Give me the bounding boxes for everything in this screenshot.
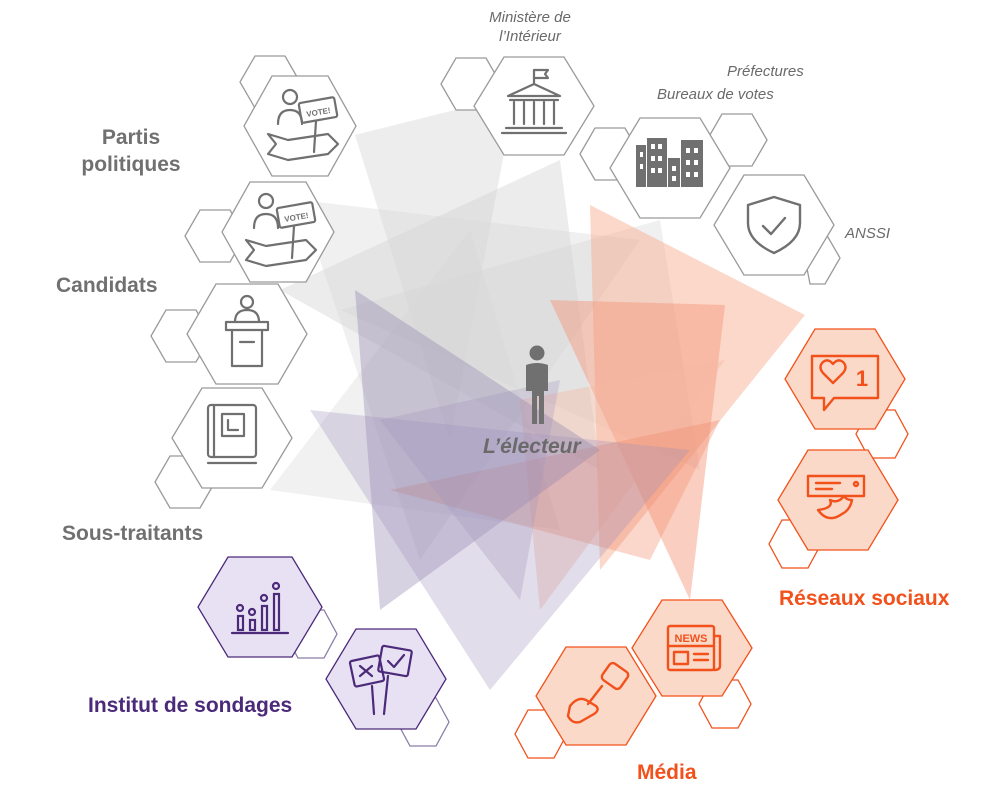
checkbox-signs-icon xyxy=(348,644,413,716)
hex-institut-chart xyxy=(197,556,323,658)
label-institut-sondages: Institut de sondages xyxy=(88,694,293,717)
hex-microphone xyxy=(535,646,657,746)
label-ministere-line1: Ministère de xyxy=(489,9,571,26)
label-media: Média xyxy=(637,761,697,784)
label-partis-line1: Partis xyxy=(101,126,161,149)
bar-chart-icon xyxy=(230,581,290,635)
podium-icon xyxy=(224,294,270,368)
hex-news: NEWS xyxy=(631,599,753,697)
vote-sign-icon xyxy=(266,88,340,162)
label-electeur: L’électeur xyxy=(483,435,581,458)
background-triangles xyxy=(270,95,805,690)
like-count-text: 1 xyxy=(856,366,868,391)
twitter-bird-icon xyxy=(806,474,866,520)
label-prefectures: Préfectures xyxy=(727,63,804,80)
hex-sous-traitants xyxy=(171,387,293,489)
label-ministere-line2: l’Intérieur xyxy=(499,28,561,45)
hex-podium xyxy=(186,283,308,385)
label-partis-politiques: Partis politiques xyxy=(72,124,190,178)
newspaper-icon xyxy=(666,624,722,672)
hex-bureaux xyxy=(609,117,731,219)
hex-partis-politiques: VOTE! xyxy=(243,75,357,177)
hex-candidats: VOTE! xyxy=(221,181,335,283)
label-ministere: Ministère de l’Intérieur xyxy=(470,8,590,46)
like-notification-icon xyxy=(810,354,880,412)
shield-check-icon xyxy=(746,195,802,255)
news-label-text: NEWS xyxy=(675,633,708,645)
hex-twitter xyxy=(777,449,899,551)
government-building-icon xyxy=(500,68,568,135)
microphone-icon xyxy=(566,661,630,724)
hex-likes: 1 xyxy=(784,328,906,430)
hex-ministere xyxy=(473,56,595,156)
label-candidats: Candidats xyxy=(56,274,158,297)
label-sous-traitants: Sous-traitants xyxy=(62,522,204,545)
hex-institut-signs xyxy=(325,628,447,730)
vote-sign-text: VOTE! xyxy=(284,211,310,224)
book-icon xyxy=(206,403,258,465)
label-partis-line2: politiques xyxy=(81,153,181,176)
label-reseaux-sociaux: Réseaux sociaux xyxy=(779,587,950,610)
person-icon xyxy=(526,345,548,424)
label-anssi: ANSSI xyxy=(845,225,891,242)
hex-anssi xyxy=(713,174,835,276)
label-bureaux-de-votes: Bureaux de votes xyxy=(657,86,774,103)
vote-sign-icon xyxy=(244,192,318,268)
vote-sign-text: VOTE! xyxy=(306,106,332,119)
